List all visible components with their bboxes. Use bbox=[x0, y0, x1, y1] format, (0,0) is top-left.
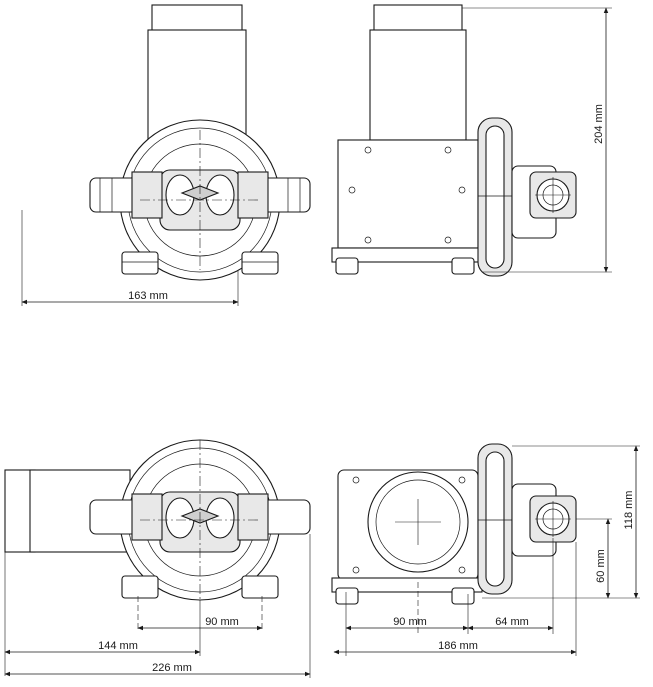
side-view-top bbox=[331, 4, 577, 277]
dimension-64: 64 mm bbox=[467, 538, 554, 634]
dimension-186: 186 mm bbox=[333, 542, 577, 656]
dim-label-90-feet: 90 mm bbox=[205, 616, 239, 628]
dimension-163: 163 mm bbox=[21, 210, 239, 306]
dim-label-118: 118 mm bbox=[623, 491, 635, 530]
dim-label-144: 144 mm bbox=[98, 640, 138, 652]
dim-label-186: 186 mm bbox=[438, 640, 478, 652]
front-view-top bbox=[89, 4, 311, 281]
dimension-226: 226 mm bbox=[4, 534, 311, 678]
front-view-bottom bbox=[4, 439, 311, 632]
dimension-204: 204 mm bbox=[462, 7, 612, 273]
dimension-144: 144 mm bbox=[4, 552, 201, 676]
dim-label-60: 60 mm bbox=[595, 549, 607, 583]
dim-label-226: 226 mm bbox=[152, 662, 192, 674]
dim-label-90-side: 90 mm bbox=[393, 616, 427, 628]
dim-label-204: 204 mm bbox=[593, 104, 605, 144]
dimension-60: 60 mm bbox=[576, 518, 612, 599]
dimension-118: 118 mm bbox=[482, 445, 640, 599]
dim-label-64: 64 mm bbox=[495, 616, 529, 628]
dim-label-163: 163 mm bbox=[128, 290, 168, 302]
side-view-bottom bbox=[331, 443, 577, 634]
